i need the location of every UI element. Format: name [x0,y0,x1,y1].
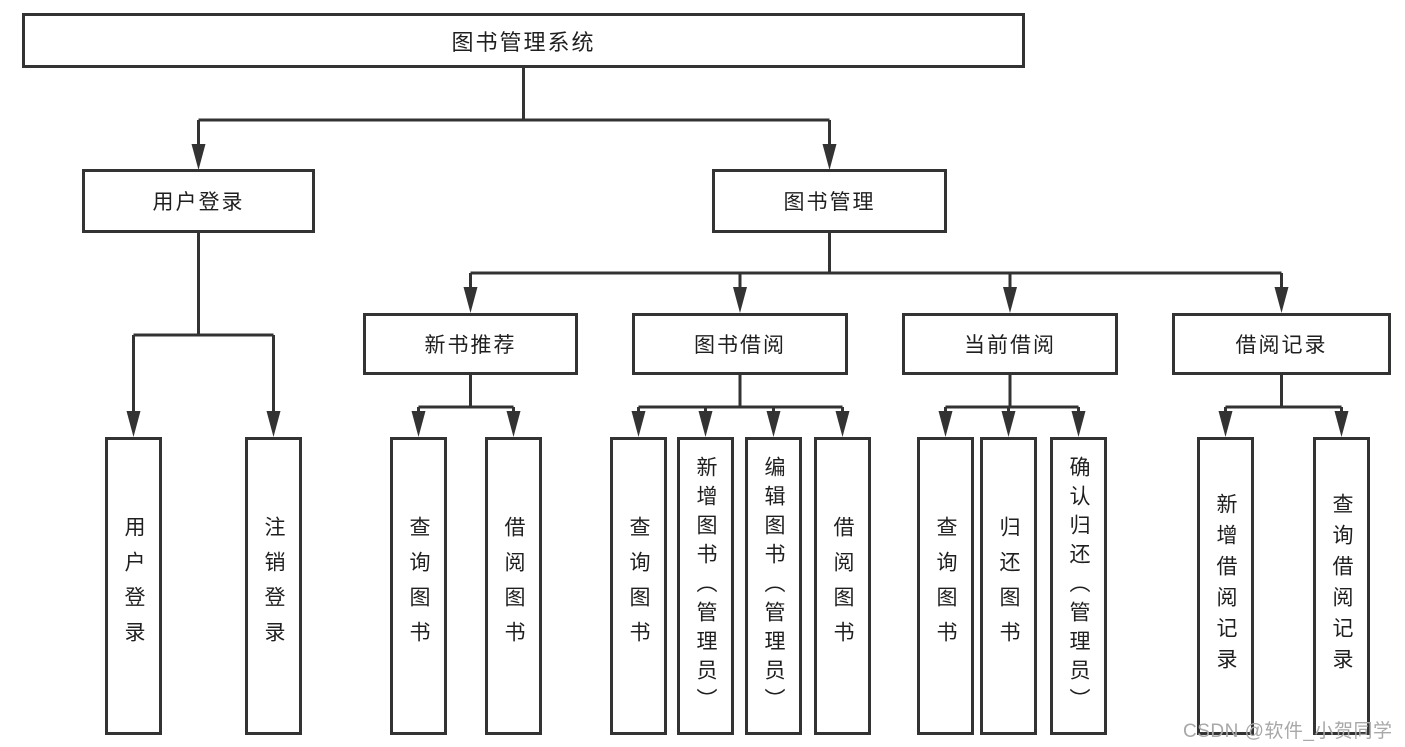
node-label: 新书推荐 [424,334,517,357]
leaf-borrow-books-recommend: 借阅图书 [485,437,542,735]
node-label: 用户登录 [122,516,145,656]
node-label: 确认归还（管理员） [1067,455,1090,717]
leaf-query-books-borrowing: 查询图书 [610,437,667,735]
node-label: 查询图书 [934,516,957,656]
node-label: 新增借阅记录 [1214,493,1237,679]
node-label: 借阅图书 [831,516,854,656]
arrowhead-icons [126,144,1349,437]
leaf-user-login: 用户登录 [105,437,162,735]
node-label: 新增图书（管理员） [694,455,717,717]
node-label: 当前借阅 [964,334,1056,357]
leaf-add-borrow-record: 新增借阅记录 [1197,437,1254,735]
leaf-return-books: 归还图书 [980,437,1037,735]
leaf-query-books-current: 查询图书 [917,437,974,735]
node-book-management: 图书管理 [712,169,947,233]
node-label: 图书管理 [783,191,876,214]
leaf-edit-books-admin: 编辑图书（管理员） [745,437,802,735]
node-label: 借阅图书 [502,516,525,656]
node-book-borrowing: 图书借阅 [632,313,848,375]
node-label: 查询图书 [627,516,650,656]
leaf-query-borrow-record: 查询借阅记录 [1313,437,1370,735]
leaf-logout: 注销登录 [245,437,302,735]
node-label: 图书借阅 [694,334,786,357]
node-user-login: 用户登录 [82,169,315,233]
node-label: 归还图书 [997,516,1020,656]
node-label: 查询借阅记录 [1330,493,1353,679]
node-label: 图书管理系统 [451,29,596,55]
node-new-book-recommend: 新书推荐 [363,313,578,375]
csdn-watermark: CSDN @软件_小贺同学 [1183,721,1393,742]
node-label: 借阅记录 [1235,334,1328,357]
leaf-query-books-recommend: 查询图书 [390,437,447,735]
leaf-confirm-return-admin: 确认归还（管理员） [1050,437,1107,735]
node-borrow-records: 借阅记录 [1172,313,1391,375]
node-label: 注销登录 [262,516,285,656]
node-label: 用户登录 [152,191,245,214]
node-label: 查询图书 [407,516,430,656]
leaf-add-books-admin: 新增图书（管理员） [677,437,734,735]
leaf-borrow-books-borrowing: 借阅图书 [814,437,871,735]
node-library-management-system: 图书管理系统 [22,13,1025,68]
node-current-borrowing: 当前借阅 [902,313,1118,375]
node-label: 编辑图书（管理员） [762,455,785,717]
